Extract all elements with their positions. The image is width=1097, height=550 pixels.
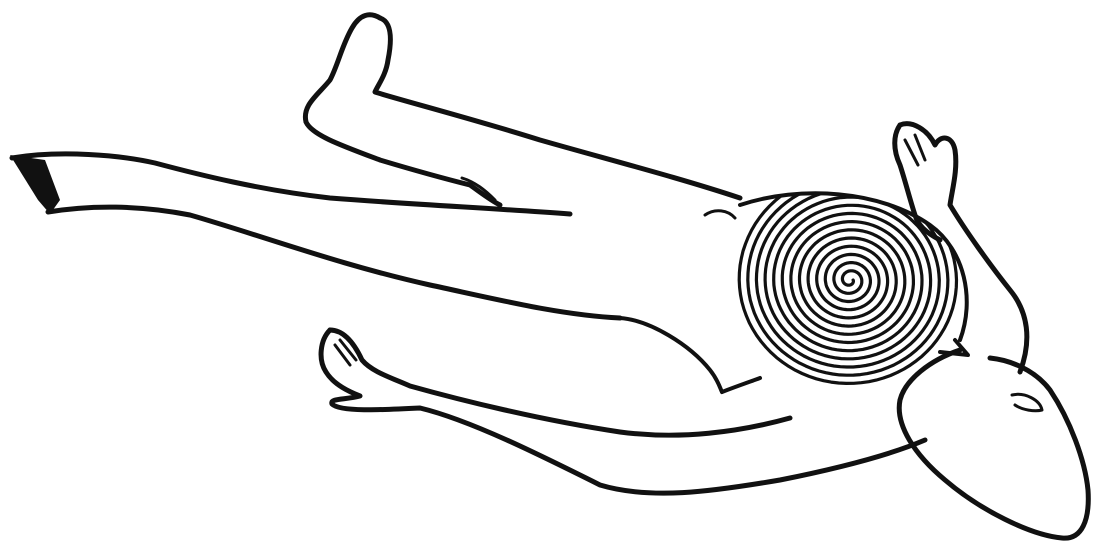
right-leg-top-outline [375,18,740,198]
ear-mark [1012,394,1042,410]
buttock-mark [705,211,735,218]
torso-lower-line [722,378,760,392]
left-arm-outline [321,330,925,493]
head-outline [899,350,1088,538]
right-hand-fingers [905,135,925,165]
right-leg-outline [305,15,500,205]
left-leg-lower-outline [48,207,620,318]
left-arm-upper-outline [330,330,790,435]
left-foot [10,155,60,214]
shoulder-line [940,340,968,355]
torso-hip-line [620,318,722,392]
spiral-pattern [739,173,965,384]
